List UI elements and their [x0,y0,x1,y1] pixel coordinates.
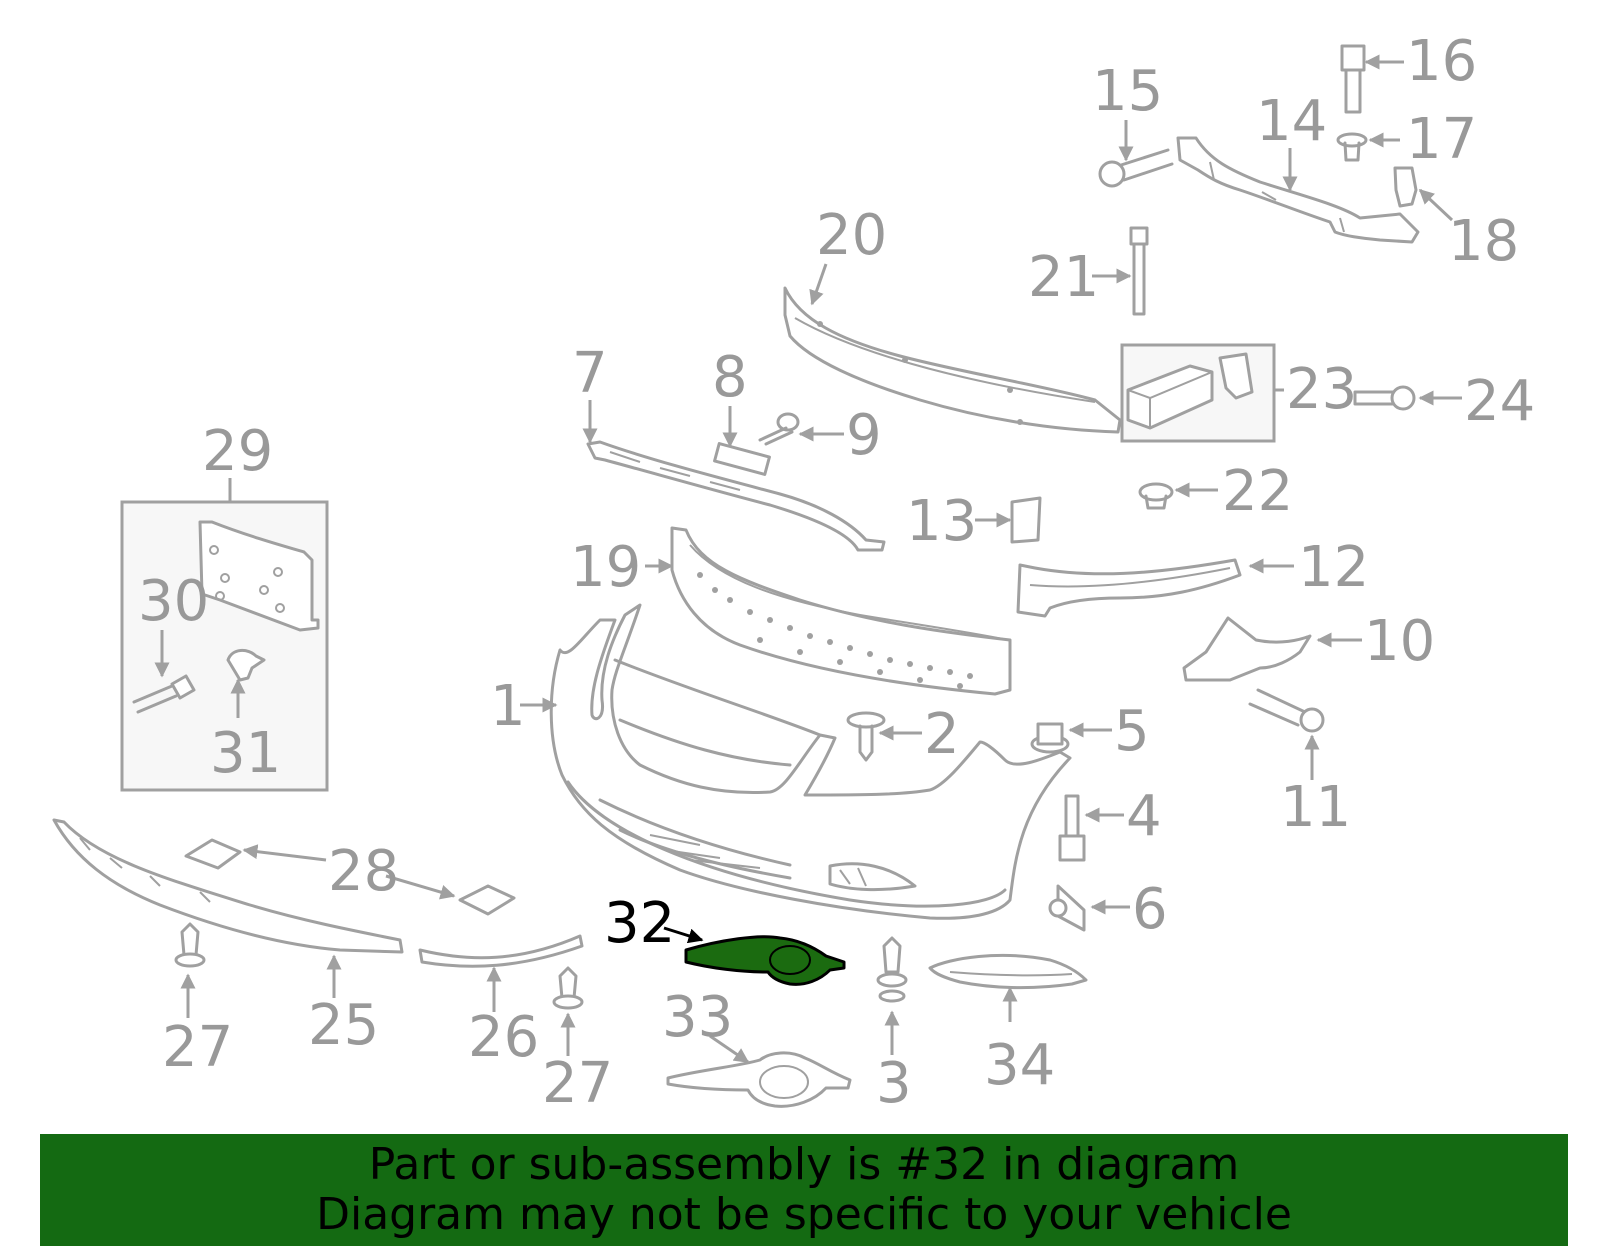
callout-20: 20 [816,203,887,268]
callout-3: 3 [876,1051,912,1116]
callout-33: 33 [662,985,733,1050]
part-27-pin-left[interactable] [174,922,206,968]
banner-line-1: Part or sub-assembly is #32 in diagram [368,1139,1240,1190]
part-25-lower-spoiler[interactable] [52,818,404,954]
leader-lines [154,54,1462,1064]
callout-21: 21 [1028,245,1099,310]
callout-labels: 1 2 3 4 5 6 7 8 9 10 11 12 13 14 15 16 1… [138,29,1535,1116]
callout-16: 16 [1406,29,1477,94]
part-22-nut[interactable] [1138,482,1174,510]
callout-10: 10 [1364,609,1435,674]
part-5-nut[interactable] [1030,722,1070,754]
callout-11: 11 [1280,775,1351,840]
callout-8: 8 [712,345,748,410]
part-24-bolt[interactable] [1353,385,1416,411]
part-23-module-box[interactable] [1120,343,1276,443]
callout-19: 19 [570,535,641,600]
part-1-bumper-cover[interactable] [549,603,1072,920]
callout-25: 25 [308,993,379,1058]
part-2-push-rivet[interactable] [846,711,886,762]
part-28-clip-a[interactable] [184,838,242,870]
callout-1: 1 [490,674,526,739]
callout-30: 30 [138,569,209,634]
part-19-holes [697,572,973,689]
callout-34: 34 [984,1033,1055,1098]
part-21-bolt[interactable] [1129,226,1149,316]
callout-29: 29 [202,419,273,484]
callout-6: 6 [1132,877,1168,942]
part-12-side-bracket[interactable] [1016,558,1242,618]
part-32-bezel-highlighted[interactable] [684,935,846,986]
callout-31: 31 [210,721,281,786]
part-33-bezel[interactable] [666,1051,852,1108]
callout-12: 12 [1298,535,1369,600]
callout-27-left: 27 [162,1015,233,1080]
callout-14: 14 [1256,89,1327,154]
part-9-push-pin[interactable] [758,412,800,446]
callout-13: 13 [906,489,977,554]
callout-15: 15 [1092,59,1163,124]
part-26-lower-trim[interactable] [418,934,584,968]
part-30-fastener[interactable] [132,674,196,714]
callout-28: 28 [328,839,399,904]
part-27-pin-right[interactable] [552,966,584,1010]
part-10-bracket[interactable] [1182,616,1312,682]
part-6-clip[interactable] [1048,884,1086,932]
callout-2: 2 [924,702,960,767]
part-15-bolt[interactable] [1098,148,1174,188]
callout-24: 24 [1464,369,1535,434]
part-28-clip-b[interactable] [458,884,516,916]
part-11-bolt[interactable] [1248,688,1325,733]
callout-17: 17 [1406,107,1477,172]
part-29-plate-bracket-box[interactable] [120,500,329,792]
banner-line-2: Diagram may not be specific to your vehi… [316,1189,1292,1240]
part-20-impact-bar[interactable] [783,286,1122,434]
callout-23: 23 [1286,357,1357,422]
part-8-label[interactable] [713,442,771,476]
part-13-clip[interactable] [1010,496,1042,544]
part-3-rivet[interactable] [876,936,908,1003]
callout-7: 7 [572,341,608,406]
part-34-bezel[interactable] [928,953,1088,990]
callout-22: 22 [1222,459,1293,524]
callout-18: 18 [1448,209,1519,274]
callout-4: 4 [1126,784,1162,849]
part-14-bracket[interactable] [1176,136,1420,244]
callout-5: 5 [1114,699,1150,764]
part-17-nut[interactable] [1336,132,1368,162]
info-banner: Part or sub-assembly is #32 in diagram D… [40,1134,1568,1246]
part-16-bolt[interactable] [1340,44,1366,114]
callout-26: 26 [468,1005,539,1070]
part-4-bolt[interactable] [1058,794,1086,862]
callout-27-right: 27 [542,1051,613,1116]
part-18-spacer[interactable] [1393,166,1418,208]
callout-32: 32 [604,891,675,956]
part-19-absorber[interactable] [670,526,1012,696]
part-7-trim-strip[interactable] [586,440,886,552]
callout-9: 9 [846,403,882,468]
